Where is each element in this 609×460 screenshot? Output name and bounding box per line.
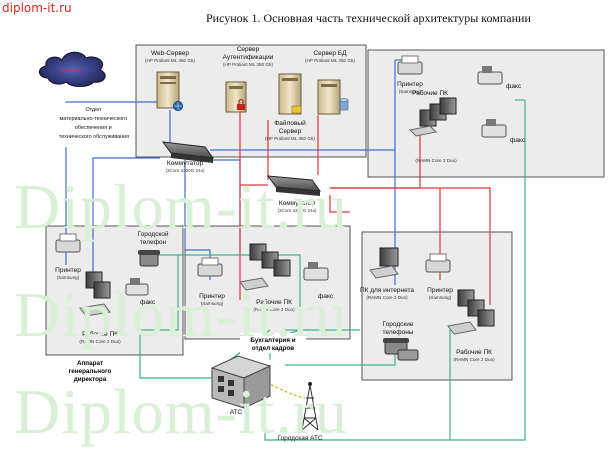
fax-icon [481,119,507,138]
auth-server-model: (HP Proliant ML 350 G5) [223,62,274,67]
tr-pcs-model: (RAMN Core 2 Duo) [415,158,457,163]
radio-tower-icon [301,382,319,431]
computer-icon [79,271,111,317]
site-watermark: diplom-it.ru [2,1,72,15]
br-pc-internet-model: (RAMN Core 2 Duo) [366,295,408,300]
dir-printer-label: Принтер [55,267,81,274]
it-dept-label-box [54,103,134,147]
switch-icon [266,175,322,196]
switch-2: Коммутатор (3Com 4200G 24x) [266,175,322,213]
computer-icon [408,97,457,137]
cloud-label: Интернет [60,68,83,74]
br-pcs-model: (RAMN Core 2 Duo) [453,357,495,362]
watermark-3: Diplom-it.ru [14,376,348,447]
fax-icon [477,66,503,85]
dir-printer-model: (Samsung) [57,275,80,280]
computer-icon [447,289,495,335]
director-label-bg [60,356,120,386]
tr-printer-label: Принтер [397,81,423,88]
switch-2-model: (3Com 4200G 24x) [277,208,317,213]
watermark-1: Diplom-it.ru [14,171,348,242]
dir-phone-label-2: телефон [140,239,167,246]
auth-server-title-2: Аутентификации [223,54,274,61]
figure-title: Рисунок 1. Основная часть технической ар… [206,11,531,25]
file-server-title-2: Сервер [279,128,302,135]
switch-1: Коммутатор (3Com 4200G 24x) [161,141,215,173]
lock-icon [237,104,245,110]
db-server-title: Сервер БД [313,50,347,57]
bottom-right-room: ПК для интернета (RAMN Core 2 Duo) Принт… [360,247,495,362]
acc-printer-model: (Samsung) [201,301,224,306]
printer-icon [55,233,81,253]
green-phone-lines [139,99,526,441]
tr-fax2-label: факс [510,137,526,144]
computer-icon [369,247,399,279]
auth-server: Сервер Аутентификации (HP Proliant ML 35… [223,46,274,113]
auth-server-title-1: Сервер [237,46,260,53]
fax-icon [125,278,149,296]
switch-2-title: Коммутатор [279,200,316,207]
tr-fax1-label: факс [506,83,522,90]
tr-printer-model: (Samsung) [399,89,422,94]
top-right-room: Принтер (Samsung) Рабочие ПК (RAMN Core … [397,55,526,163]
accounting-room: Принтер (Samsung) Рабочие ПК (RAMN Core … [197,243,334,312]
ats-label: АТС [230,409,243,416]
acc-fax-label: факс [318,293,334,300]
br-printer-model: (Samsung) [429,295,452,300]
fax-icon [303,262,329,281]
web-server: Web-Сервер (HP Proliant ML 350 G5) [145,50,196,111]
it-dept-label: Отдел материально-технического обеспечен… [59,107,129,140]
accounting-label-bg [240,333,306,353]
accounting-room-box [184,225,351,340]
server-icon [156,71,180,109]
web-server-model: (HP Proliant ML 350 G5) [145,58,196,63]
red-network-lines [239,105,491,305]
printer-icon [425,253,451,273]
file-server-model: (HP Proliant ML 350 G5) [265,136,316,141]
computer-icon [239,243,291,291]
db-server-model: (HP Proliant ML 350 G5) [305,58,356,63]
tr-pcs-label: Рабочие ПК [412,89,448,97]
db-server: Сервер БД (HP Proliant ML 350 G5) [305,50,356,115]
acc-printer-label: Принтер [199,293,225,300]
web-server-title: Web-Сервер [151,50,189,57]
file-server-title-1: Файловый [274,119,306,127]
file-server: Файловый Сервер (HP Proliant ML 350 G5) [265,73,316,141]
ats-icon [210,355,272,409]
server-icon [317,79,341,115]
br-phones-label-2: телефоны [383,329,414,336]
server-icon [278,73,302,115]
phone-icon [383,338,419,361]
director-room: Принтер (Samsung) Городской телефон факс… [55,230,169,344]
br-pc-internet-label: ПК для интернета [360,287,414,294]
city-ats-label: Городская АТС [277,435,323,442]
br-phones-label-1: Городские [383,321,414,328]
printer-icon [197,257,223,277]
printer-icon [397,55,423,75]
acc-pcs-model: (RAMN Core 2 Duo) [253,307,295,312]
dir-pc-model: (RAMN Core 2 Duo) [79,339,121,344]
folder-icon [291,105,302,114]
switch-1-model: (3Com 4200G 24x) [165,168,205,173]
database-icon [339,98,349,111]
switch-1-title: Коммутатор [167,160,204,167]
dir-phone-label-1: Городской [138,230,169,238]
ats-link [261,379,306,399]
br-printer-label: Принтер [427,287,453,294]
watermark-2: Diplom-it.ru [14,279,348,350]
br-pcs-label: Рабочие ПК [456,348,492,356]
switch-icon [161,141,215,163]
acc-pcs-label: Рабочие ПК [256,298,292,306]
dir-pc-label: Рабочее ПК [82,330,118,338]
internet-cloud-icon: Интернет [39,51,106,87]
dir-fax-label: факс [140,299,156,306]
phone-icon [138,250,160,267]
